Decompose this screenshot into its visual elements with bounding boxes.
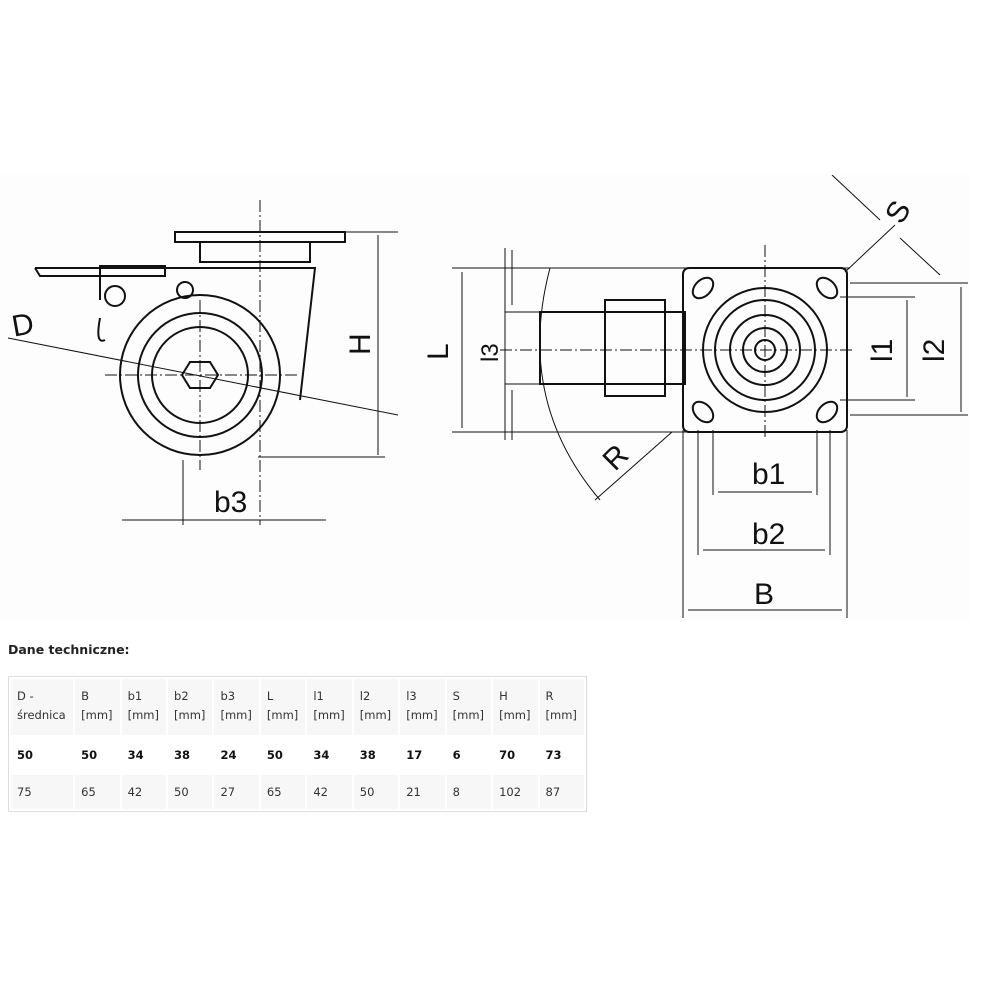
- header-text: D -: [17, 689, 34, 703]
- header-cell: b1 [mm]: [121, 679, 167, 735]
- table-cell: 27: [214, 775, 259, 809]
- table-cell: 102: [493, 775, 538, 809]
- header-text: [mm]: [452, 708, 485, 722]
- header-text: H: [499, 689, 508, 703]
- header-cell: R [mm]: [539, 679, 584, 735]
- header-text: [mm]: [174, 708, 206, 722]
- table-cell: 50: [75, 737, 120, 773]
- header-text: R: [545, 689, 554, 703]
- table-cell: 65: [260, 775, 306, 809]
- table-cell: 70: [493, 737, 538, 773]
- header-text: l3: [406, 689, 417, 703]
- header-text: S: [452, 689, 460, 703]
- table-cell: 73: [539, 737, 584, 773]
- table-cell: 65: [75, 775, 120, 809]
- label-B: B: [754, 578, 774, 611]
- table-cell: 87: [539, 775, 584, 809]
- header-cell: L [mm]: [260, 679, 306, 735]
- header-cell: l2 [mm]: [353, 679, 399, 735]
- header-text: [mm]: [545, 708, 577, 722]
- header-text: średnica: [17, 708, 66, 722]
- header-text: [mm]: [81, 708, 113, 722]
- label-l3: l3: [477, 343, 504, 362]
- table-cell: 42: [121, 775, 167, 809]
- header-text: [mm]: [220, 708, 252, 722]
- header-cell: b2 [mm]: [168, 679, 213, 735]
- label-b3: b3: [214, 486, 247, 519]
- header-text: b3: [220, 689, 236, 703]
- label-R: R: [597, 438, 636, 477]
- header-text: [mm]: [313, 708, 345, 722]
- technical-drawing: D H b3 L l3 R b1 b2 B l1 l2 S: [0, 175, 970, 620]
- table-cell: 50: [11, 737, 74, 773]
- header-text: [mm]: [499, 708, 531, 722]
- table-cell: 50: [260, 737, 306, 773]
- table-cell: 21: [400, 775, 445, 809]
- label-S: S: [879, 195, 918, 229]
- header-cell: H [mm]: [493, 679, 538, 735]
- label-l1: l1: [866, 339, 899, 362]
- table-cell: 24: [214, 737, 259, 773]
- header-text: [mm]: [127, 708, 159, 722]
- label-b1: b1: [752, 458, 785, 491]
- table-cell: 6: [446, 737, 492, 773]
- table-cell: 34: [307, 737, 352, 773]
- header-text: b2: [174, 689, 189, 703]
- header-text: B: [81, 689, 90, 703]
- section-title: Dane techniczne:: [8, 642, 130, 657]
- header-cell: S [mm]: [446, 679, 492, 735]
- table-cell: 38: [168, 737, 213, 773]
- header-text: b1: [127, 689, 143, 703]
- header-text: [mm]: [359, 708, 392, 722]
- header-text: L: [266, 689, 274, 703]
- table-cell: 50: [168, 775, 213, 809]
- label-H: H: [344, 333, 377, 355]
- header-cell: l3 [mm]: [400, 679, 445, 735]
- header-cell: D - średnica: [11, 679, 74, 735]
- header-cell: l1 [mm]: [307, 679, 352, 735]
- header-cell: b3 [mm]: [214, 679, 259, 735]
- table-cell: 34: [121, 737, 167, 773]
- label-b2: b2: [752, 518, 785, 551]
- label-l2: l2: [918, 339, 951, 362]
- table-cell: 38: [353, 737, 399, 773]
- table-cell: 17: [400, 737, 445, 773]
- table-cell: 8: [446, 775, 492, 809]
- header-cell: B [mm]: [75, 679, 120, 735]
- header-text: [mm]: [406, 708, 438, 722]
- table-cell: 75: [11, 775, 74, 809]
- table-cell: 50: [353, 775, 399, 809]
- header-text: l2: [359, 689, 371, 703]
- label-D: D: [9, 307, 36, 343]
- header-text: [mm]: [266, 708, 299, 722]
- header-text: l1: [313, 689, 324, 703]
- label-L: L: [422, 343, 455, 360]
- table-cell: 42: [307, 775, 352, 809]
